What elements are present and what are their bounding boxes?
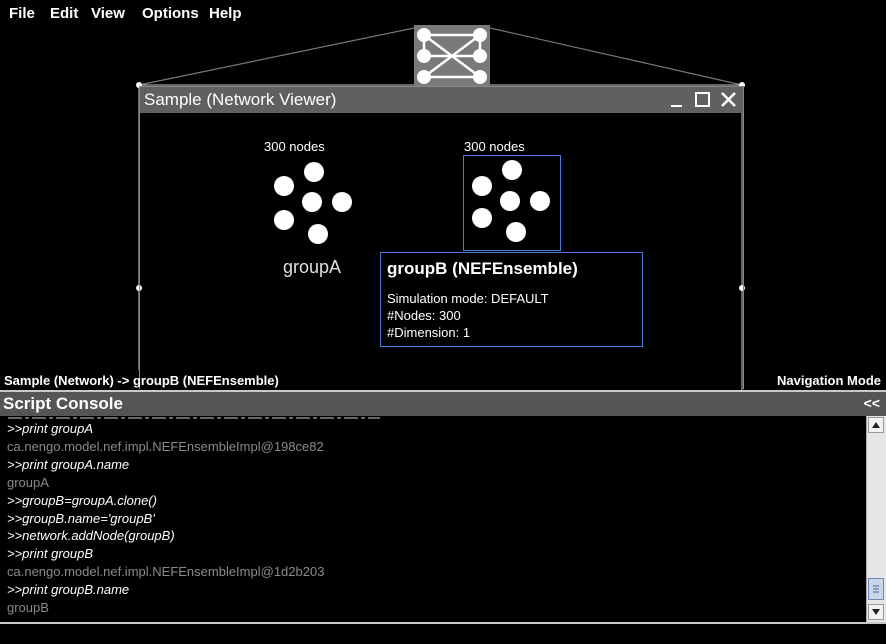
console-output-line: ca.nengo.model.nef.impl.NEFEnsembleImpl@…	[7, 564, 325, 580]
console-input[interactable]	[0, 622, 886, 644]
maximize-icon[interactable]	[692, 89, 714, 111]
console-command-line: >>network.addNode(groupB)	[7, 528, 175, 544]
console-command-line: >>print groupB.name	[7, 582, 130, 598]
console-command-line: >>print groupA.name	[7, 456, 130, 472]
close-icon[interactable]	[718, 89, 740, 111]
console-command-line: >>groupB=groupA.clone()	[7, 492, 157, 508]
scroll-up-arrow-icon[interactable]	[868, 417, 884, 433]
collapse-console-button[interactable]: <<	[863, 395, 880, 411]
tooltip-node-count: #Nodes: 300	[387, 308, 461, 323]
scrollbar-thumb[interactable]	[868, 578, 884, 600]
console-command-line: >>print groupB	[7, 546, 94, 562]
groupB-node-count: 300 nodes	[464, 139, 525, 154]
console-command-line: >>print groupA	[7, 421, 94, 436]
menu-options[interactable]: Options	[142, 5, 199, 22]
world-canvas	[136, 27, 745, 390]
network-icon[interactable]	[414, 25, 490, 87]
tooltip-simulation-mode: Simulation mode: DEFAULT	[387, 291, 549, 306]
menu-view[interactable]: View	[91, 5, 125, 22]
console-clipped-line	[8, 417, 380, 419]
console-command-line: >>groupB.name='groupB'	[7, 510, 155, 526]
minimize-icon[interactable]	[666, 89, 688, 111]
menu-edit[interactable]: Edit	[50, 5, 79, 22]
ensemble-tooltip: groupB (NEFEnsemble) Simulation mode: DE…	[380, 252, 643, 347]
console-divider[interactable]	[0, 390, 886, 392]
groupA-node-count: 300 nodes	[264, 139, 325, 154]
console-scrollbar[interactable]	[866, 416, 886, 622]
console-title: Script Console	[3, 394, 123, 413]
groupA-ensemble-icon[interactable]	[270, 160, 356, 246]
tooltip-title: groupB (NEFEnsemble)	[387, 259, 578, 278]
breadcrumb: Sample (Network) -> groupB (NEFEnsemble)	[4, 373, 279, 388]
window-titlebar[interactable]: Sample (Network Viewer)	[140, 87, 743, 113]
window-title: Sample (Network Viewer)	[144, 90, 337, 109]
menu-help[interactable]: Help	[209, 5, 242, 22]
console-output-line: groupA	[7, 474, 49, 490]
console-output[interactable]: >>print groupA ca.nengo.model.nef.impl.NE…	[0, 416, 866, 622]
menu-file[interactable]: File	[9, 5, 35, 22]
menu-bar: File Edit View Options Help	[0, 0, 886, 28]
groupB-selection-frame[interactable]	[463, 155, 561, 251]
scroll-down-arrow-icon[interactable]	[868, 604, 884, 620]
navigation-mode-label: Navigation Mode	[776, 373, 881, 388]
tooltip-dimension: #Dimension: 1	[387, 325, 471, 340]
groupA-label: groupA	[283, 257, 342, 277]
console-output-line: groupB	[7, 600, 49, 615]
console-output-line: ca.nengo.model.nef.impl.NEFEnsembleImpl@…	[7, 438, 324, 454]
console-header: Script Console <<	[0, 392, 886, 416]
network-viewer-window[interactable]: Sample (Network Viewer)	[139, 86, 744, 389]
